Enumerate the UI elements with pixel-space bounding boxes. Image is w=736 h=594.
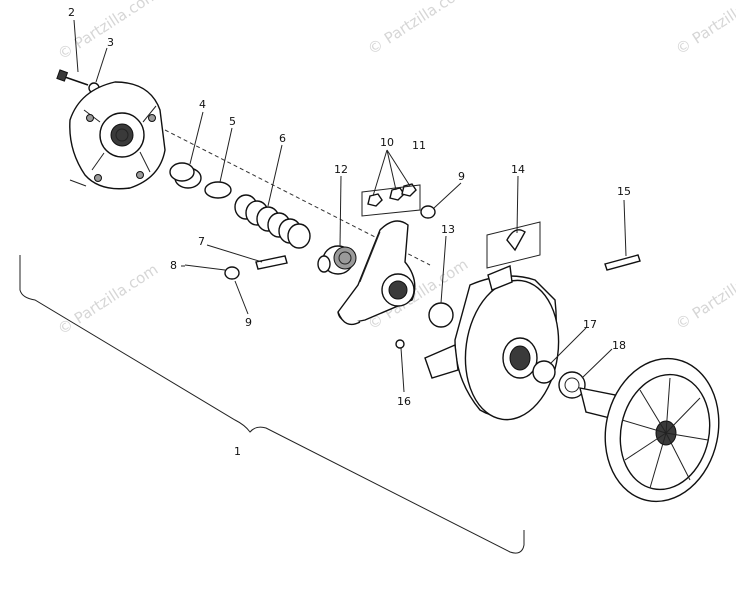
callout-labels: 1 2 3 4 5 6 7 8 9 10 11 12 13 9 14 15 16… (68, 6, 631, 458)
callout-15: 15 (617, 185, 631, 198)
callout-12: 12 (334, 163, 348, 176)
part-16-bolt (395, 339, 405, 349)
callout-7: 7 (198, 235, 205, 248)
leader-lines (73, 19, 627, 393)
part-10-11-nuts (361, 183, 421, 217)
callout-9: 9 (245, 316, 252, 329)
cover-plate (69, 81, 166, 190)
watermark: © Partzilla.com (672, 0, 736, 58)
callout-6: 6 (279, 132, 286, 145)
callout-1: 1 (234, 445, 241, 458)
assembly-bracket (19, 255, 525, 554)
callout-3: 3 (107, 36, 114, 49)
part-18-bushing (558, 371, 586, 399)
watermark: © Partzilla.com (672, 255, 736, 333)
part-14-clip (486, 221, 541, 269)
watermark: © Partzilla.com (54, 260, 161, 338)
part-2-bolt (56, 69, 89, 86)
part-5-ring (204, 181, 232, 199)
fixed-sheave (579, 357, 720, 503)
part-6-spring (234, 194, 311, 249)
spider-arm (337, 220, 416, 326)
part-7-pin (255, 255, 288, 270)
part-17-ring (532, 360, 556, 384)
callout-9b: 9 (458, 170, 465, 183)
watermark: © Partzilla.com (364, 0, 471, 58)
part-12-roller (317, 245, 357, 275)
callout-10: 10 (380, 136, 394, 149)
callout-14: 14 (511, 163, 525, 176)
part-9-cap (224, 266, 240, 280)
part-4-bushing (169, 162, 202, 189)
callout-13: 13 (441, 223, 455, 236)
callout-17: 17 (583, 318, 597, 331)
callout-11: 11 (412, 139, 426, 152)
callout-4: 4 (199, 98, 206, 111)
callout-8: 8 (170, 259, 177, 272)
part-15-pin (604, 254, 641, 271)
callout-18: 18 (612, 339, 626, 352)
moveable-sheave (424, 265, 560, 421)
callout-2: 2 (68, 6, 75, 19)
callout-5: 5 (229, 115, 236, 128)
callout-16: 16 (397, 395, 411, 408)
part-9-cap (420, 205, 436, 219)
part-13-ring (428, 302, 454, 328)
part-8-pin (184, 264, 226, 271)
